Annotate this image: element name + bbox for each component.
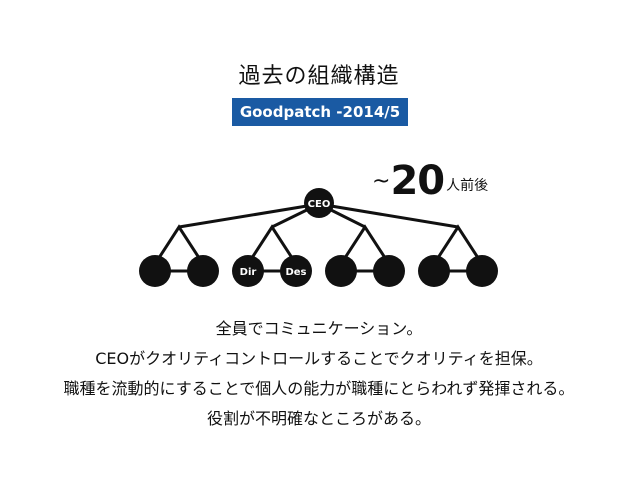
org-connectors (153, 202, 484, 273)
description-line: 職種を流動的にすることで個人の能力が職種にとらわれず発揮される。 (63, 379, 575, 398)
headcount-tilde: ~ (372, 169, 391, 194)
description-line: CEOがクオリティコントロールすることでクオリティを担保。 (95, 349, 543, 368)
branch-group-2 (246, 224, 298, 265)
ceo-label: CEO (308, 199, 331, 210)
node-member (373, 255, 405, 287)
branch-group-4 (432, 224, 484, 265)
connector-ceo-group-4 (318, 202, 459, 229)
node-member (466, 255, 498, 287)
node-member (139, 255, 171, 287)
connector-ceo-group-1 (178, 202, 320, 229)
des-label: Des (285, 267, 306, 278)
description-line: 全員でコミュニケーション。 (215, 319, 423, 338)
node-des (280, 255, 312, 287)
headcount-unit: 人前後 (446, 178, 489, 194)
node-member (325, 255, 357, 287)
node-member (418, 255, 450, 287)
branch-group-1 (153, 224, 205, 265)
date-badge: Goodpatch -2014/5 (232, 98, 408, 126)
description-line: 役割が不明確なところがある。 (206, 409, 431, 428)
branch-group-3 (339, 224, 391, 265)
description-lines: 全員でコミュニケーション。 CEOがクオリティコントロールすることでクオリティを… (0, 314, 638, 434)
node-ceo (304, 188, 334, 218)
node-member (187, 255, 219, 287)
headcount-number: 20 (390, 158, 445, 204)
node-dir (232, 255, 264, 287)
slide-title: 過去の組織構造 (238, 64, 400, 89)
dir-label: Dir (240, 267, 257, 278)
